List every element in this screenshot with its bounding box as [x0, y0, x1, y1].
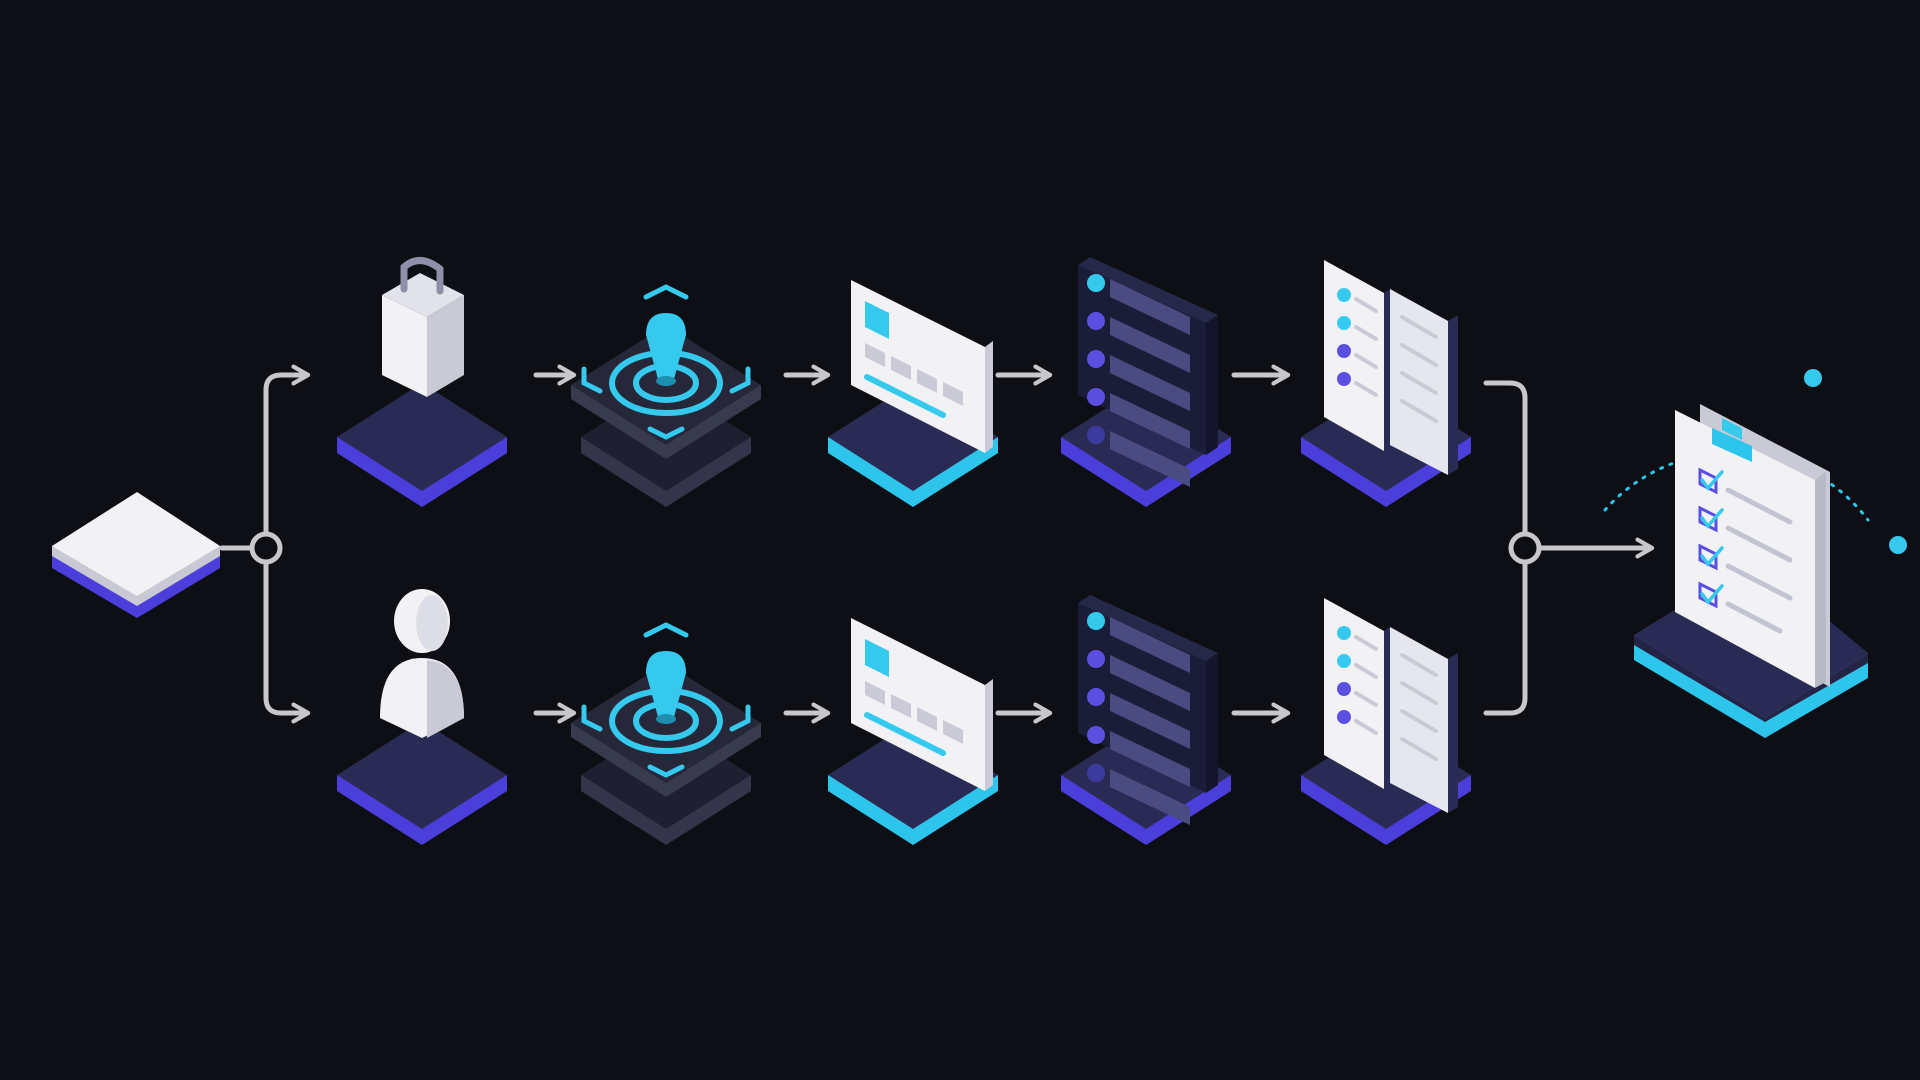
id-card-icon — [851, 280, 993, 453]
step-node-bottom-5 — [1301, 598, 1471, 845]
step-node-bottom-3 — [828, 618, 998, 845]
junction-circle-icon — [1508, 531, 1542, 565]
connector-bottom-to-merge — [1483, 560, 1528, 716]
junction-circle-icon — [249, 531, 283, 565]
notebook-icon — [1324, 260, 1458, 475]
orbit-dot — [1889, 536, 1907, 554]
step-node-top-4 — [1061, 257, 1231, 507]
step-node-top-2 — [571, 284, 761, 507]
step-node-bottom-1 — [337, 589, 507, 845]
clipboard-checklist-icon — [1675, 404, 1830, 688]
shopping-bag-icon — [382, 257, 464, 397]
id-card-icon — [851, 618, 993, 791]
orbit-dot — [1804, 369, 1822, 387]
start-node — [52, 492, 220, 618]
blank-tile-icon — [52, 492, 220, 618]
notebook-icon — [1324, 598, 1458, 813]
step-node-top-5 — [1301, 260, 1471, 507]
location-target-icon — [581, 284, 751, 440]
connector-split-to-top — [263, 364, 311, 536]
step-node-bottom-2 — [571, 622, 761, 845]
server-list-icon — [1078, 595, 1218, 825]
server-list-icon — [1078, 257, 1218, 487]
step-node-top-1 — [337, 257, 507, 507]
step-node-top-3 — [828, 280, 998, 507]
location-target-icon — [581, 622, 751, 778]
end-node — [1634, 404, 1868, 738]
user-icon — [380, 589, 464, 738]
connector-top-to-merge — [1483, 380, 1528, 536]
connector-split-to-bottom — [263, 560, 311, 724]
connectors — [219, 364, 1655, 724]
steps-layer — [337, 257, 1471, 845]
step-node-bottom-4 — [1061, 595, 1231, 845]
